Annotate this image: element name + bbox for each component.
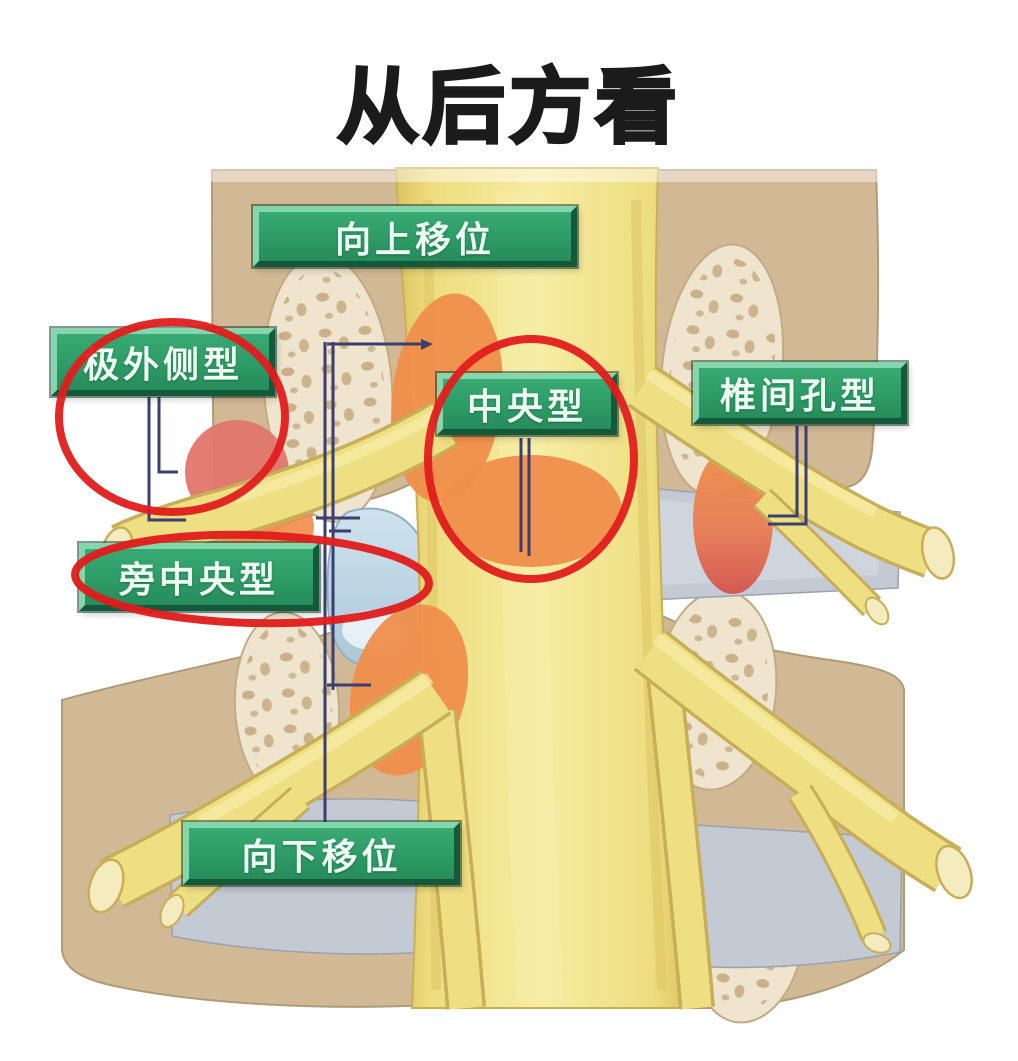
label-downward-shift: 向下移位 [183, 822, 460, 885]
label-upward-shift: 向上移位 [253, 206, 577, 267]
top-fade [0, 160, 1018, 182]
label-paracentral-type: 旁中央型 [79, 543, 319, 611]
label-downward-shift-text: 向下移位 [241, 836, 402, 878]
label-foraminal-type-text: 椎间孔型 [719, 376, 880, 417]
label-paracentral-type-text: 旁中央型 [118, 560, 279, 601]
label-upward-shift-text: 向上移位 [334, 219, 495, 261]
figure-title: 从后方看 [335, 59, 681, 157]
label-far-lateral-type: 极外侧型 [51, 328, 275, 396]
label-central-type: 中央型 [437, 373, 617, 435]
label-central-type-text: 中央型 [466, 387, 587, 428]
herniation-central [440, 455, 622, 567]
label-far-lateral-type-text: 极外侧型 [82, 345, 243, 386]
connector-foraminal [768, 426, 799, 518]
label-foraminal-type: 椎间孔型 [693, 362, 907, 424]
